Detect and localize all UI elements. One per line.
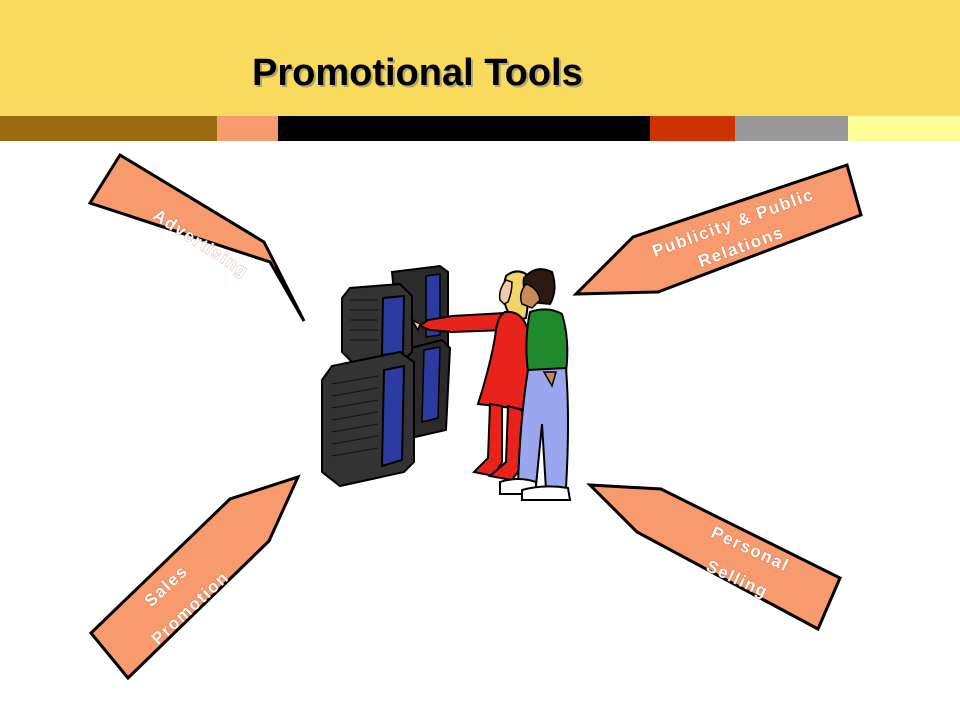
- color-stripe: [0, 116, 960, 141]
- woman-figure: [410, 270, 532, 482]
- stripe-segment-4: [650, 116, 735, 141]
- stripe-segment-6: [848, 116, 960, 141]
- stripe-segment-3: [278, 116, 650, 141]
- header-band: [0, 0, 960, 116]
- stripe-segment-2: [217, 116, 278, 141]
- stripe-segment-5: [735, 116, 848, 141]
- publicity-arrow-shape: [572, 163, 863, 296]
- stripe-segment-1: [0, 116, 217, 141]
- advertising-arrow: Advertising: [87, 152, 306, 322]
- personal-selling-arrow: Personal Selling: [586, 483, 842, 632]
- tv-bottom-left: [321, 350, 415, 488]
- tv-top-left: [341, 282, 413, 364]
- publicity-arrow: Publicity & Public Relations: [572, 163, 863, 296]
- sales-promotion-arrow: Sales Promotion: [88, 474, 301, 681]
- man-figure: [499, 268, 572, 501]
- advertising-arrow-shape: [87, 152, 306, 322]
- sales-promotion-arrow-shape: [88, 474, 301, 681]
- couple-watching-tv-wall-icon: [321, 264, 572, 501]
- personal-selling-arrow-shape: [586, 483, 842, 632]
- slide-title: Promotional Tools: [252, 52, 583, 94]
